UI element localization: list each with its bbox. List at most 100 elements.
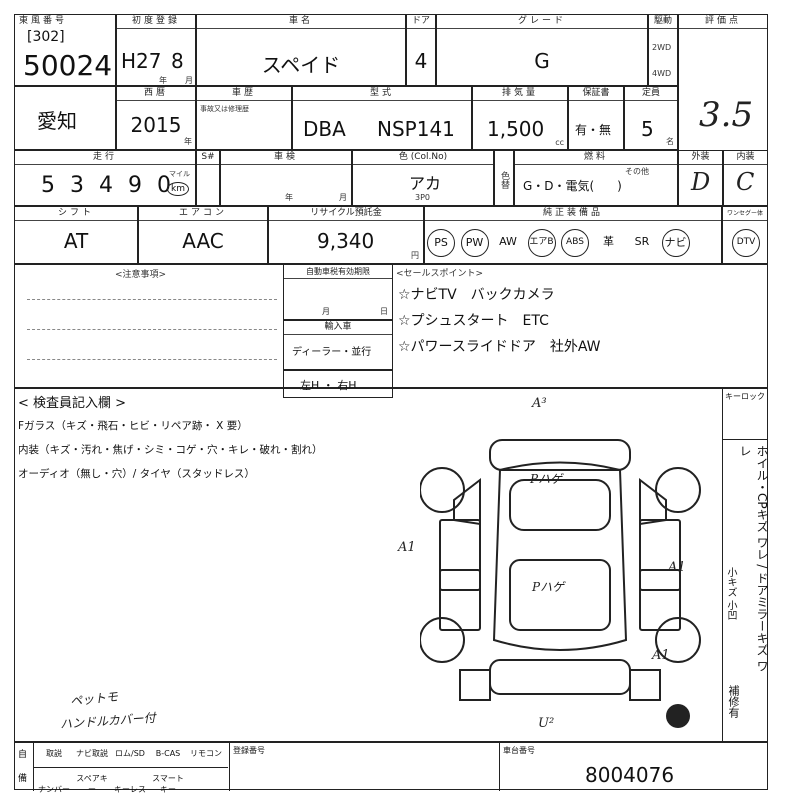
accessory-label: キーレス [114,785,146,794]
footer-divider [499,743,500,791]
ac-cell: エアコン AAC [138,206,268,264]
option-4: ABS [561,229,589,257]
mileage-digit: 4 [99,173,117,198]
expiry-cell: 自動車税有効期限 月 日 [283,264,393,320]
import-label: 輸入車 [284,321,392,335]
score: 3.5 [699,95,754,135]
shaken-label: S# [197,151,219,165]
drive-cell: 駆動 2WD 4WD [648,14,678,86]
accessory-label: スペアキー [76,774,108,794]
lot-cell: 東風番号 [302] 50024 [14,14,116,86]
inspector-line-interior: 内装（キズ・汚れ・焦げ・シミ・コゲ・穴・キレ・破れ・割れ） [18,444,323,456]
damage-mark-rear-right: A1 [652,648,670,663]
auction-label: 東風番号 [19,16,68,26]
shift-label: シフト [15,207,137,221]
car-damage-diagram [420,439,701,728]
damage-mark-right: A1 [668,560,686,575]
registration-era-year: H27 [121,49,162,73]
footer-col-a: 自 [18,750,28,760]
color-cell: 色 (Col.No) アカ 3P0 [352,150,494,206]
registration-month: 8 [171,49,184,73]
accessory-label: ナビ取説 [76,749,108,758]
grade-cell: グレード G [436,14,648,86]
ac: AAC [182,229,224,253]
sales-label: <セールスポイント> [396,269,484,279]
import-cell: 輸入車 ディーラー・並行 [283,320,393,370]
model-prefix: DBA [303,117,346,141]
history-note: 事故又は修理歴 [200,105,249,113]
import-value: ディーラー・並行 [292,347,372,358]
color: アカ [409,174,442,193]
dotted-line [27,359,277,360]
expiry-label: 自動車税有効期限 [284,265,392,279]
accessory-label: B-CAS [155,749,181,758]
doors: 4 [414,49,428,73]
doors-cell: ドア 4 [406,14,436,86]
grade: G [534,49,550,73]
registration-label: 初度登録 [117,15,195,29]
fuel-other-label: その他 [625,167,649,176]
recycle-unit: 円 [411,251,419,260]
registration-year-unit: 年 [159,76,167,85]
chassis-number: 8004076 [585,763,675,787]
sales-point: ☆ナビTV バックカメラ [398,287,555,303]
mileage-label: 走行 [15,151,195,165]
registration-month-unit: 月 [185,76,193,85]
capacity: 5 [641,117,654,141]
expiry-day: 日 [380,307,388,316]
plate-label: 登録番号 [233,746,265,755]
side-text-2: 小キズ 小凹 [725,567,736,621]
recycle-fee: 9,340 [317,229,375,253]
color-label: 色 (Col.No) [353,151,493,165]
displacement: 1,500 [487,117,545,141]
footer-hline [33,767,228,768]
exterior-cell: 外装 D [678,150,723,206]
year-cell: 西暦 2015 年 [116,86,196,150]
mileage-digit: 3 [70,173,88,198]
warranty-label: 保証書 [569,87,623,101]
damage-mark-front: A³ [532,396,547,411]
exterior-label: 外装 [679,151,722,165]
car-name-cell: 車名 スペイド [196,14,406,86]
model-cell: 型式 DBA NSP141 [292,86,472,150]
shift: AT [63,229,89,253]
model-code: NSP141 [377,117,455,141]
option-1: PW [460,229,489,257]
dotted-line [27,329,277,330]
recycle-label: リサイクル預託金 [269,207,423,221]
sales-point: ☆プシュスタート ETC [398,313,549,329]
ac-label: エアコン [139,207,267,221]
mileage-unit-mile: マイル [169,170,190,178]
caution-label: <注意事項> [115,270,167,280]
tuner-cell: ワンセグー体 DTV [722,206,768,264]
score-cell: 評価点 3.5 [678,14,768,204]
color-code: 3P0 [415,193,431,202]
shaken-cell: S# [196,150,220,206]
option-8: DTV [732,229,760,257]
displacement-label: 排気量 [473,87,567,101]
warranty-cell: 保証書 有・無 [568,86,624,150]
side-text: ホイル・CPキズ ワレ / ドアミラーキズ ワレ [738,445,769,672]
inspection-label: 車検 [221,151,351,165]
mileage-unit-km: km [167,182,189,196]
damage-mark-hood: Pハゲ [530,472,563,486]
mileage-digits: 5 3 4 9 0 [41,173,175,198]
accessory-label: スマートキー [152,774,184,794]
recycle-cell: リサイクル預託金 9,340 円 [268,206,424,264]
options-last: DTV [723,227,767,259]
keylock-column: キーロック ホイル・CPキズ ワレ / ドアミラーキズ ワレ 小キズ 小凹 補修… [722,388,769,742]
sales-point: ☆パワースライドドア 社外AW [398,339,601,355]
option-6: SR [634,235,650,248]
drive-4wd: 4WD [652,69,672,78]
side-text-3: 補修有 [727,685,740,718]
accessory-label: 取説 [46,749,62,758]
footer-divider [229,743,230,791]
displacement-cell: 排気量 1,500 cc [472,86,568,150]
option-0: PS [427,229,455,257]
model-label: 型式 [293,87,471,101]
grade-label: グレード [437,15,647,29]
inspector-title: < 検査員記入欄 > [18,396,127,411]
inspection-cell: 車検 年 月 [220,150,352,206]
